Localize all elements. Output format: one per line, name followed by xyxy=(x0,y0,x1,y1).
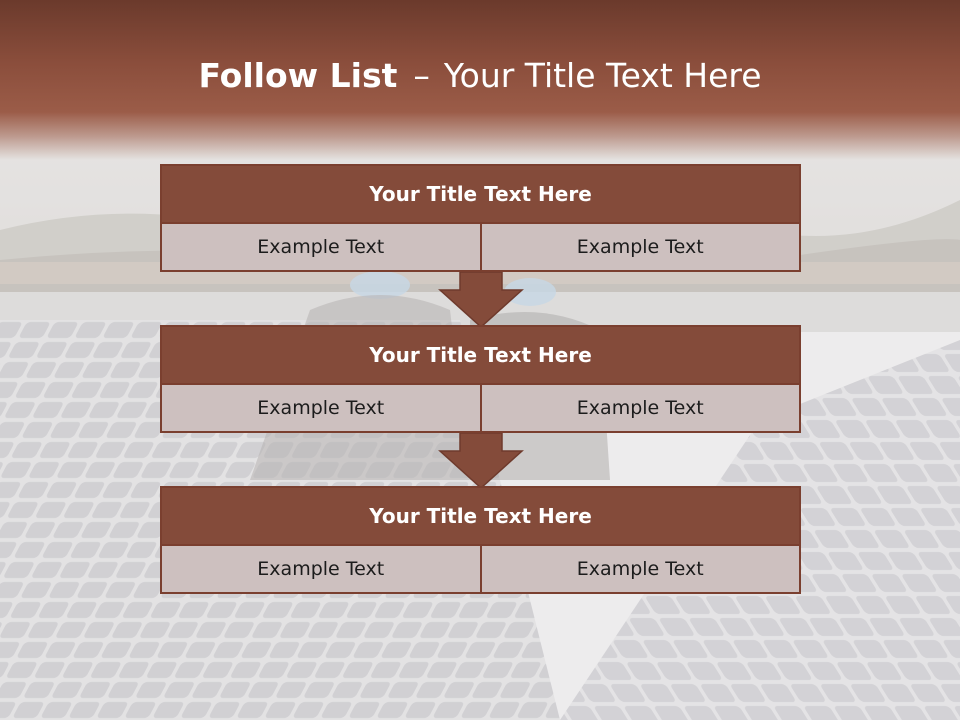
title-band xyxy=(0,0,960,160)
down-arrow-icon xyxy=(438,433,524,489)
block-heading: Your Title Text Here xyxy=(162,327,799,385)
block-row: Example Text Example Text xyxy=(162,224,799,270)
slide-title-rest: Your Title Text Here xyxy=(443,56,762,95)
slide-title: Follow List–Your Title Text Here xyxy=(0,56,960,95)
block-row: Example Text Example Text xyxy=(162,385,799,431)
slide-title-bold: Follow List xyxy=(198,56,398,95)
block-row: Example Text Example Text xyxy=(162,546,799,592)
block-cell-left: Example Text xyxy=(162,546,480,592)
block-cell-left: Example Text xyxy=(162,224,480,270)
block-cell-left: Example Text xyxy=(162,385,480,431)
list-block-3: Your Title Text Here Example Text Exampl… xyxy=(160,486,801,594)
block-heading: Your Title Text Here xyxy=(162,488,799,546)
block-heading: Your Title Text Here xyxy=(162,166,799,224)
down-arrow-icon xyxy=(438,272,524,328)
block-cell-right: Example Text xyxy=(479,224,799,270)
list-block-1: Your Title Text Here Example Text Exampl… xyxy=(160,164,801,272)
block-cell-right: Example Text xyxy=(479,385,799,431)
slide-title-separator: – xyxy=(413,56,430,95)
block-cell-right: Example Text xyxy=(479,546,799,592)
list-block-2: Your Title Text Here Example Text Exampl… xyxy=(160,325,801,433)
